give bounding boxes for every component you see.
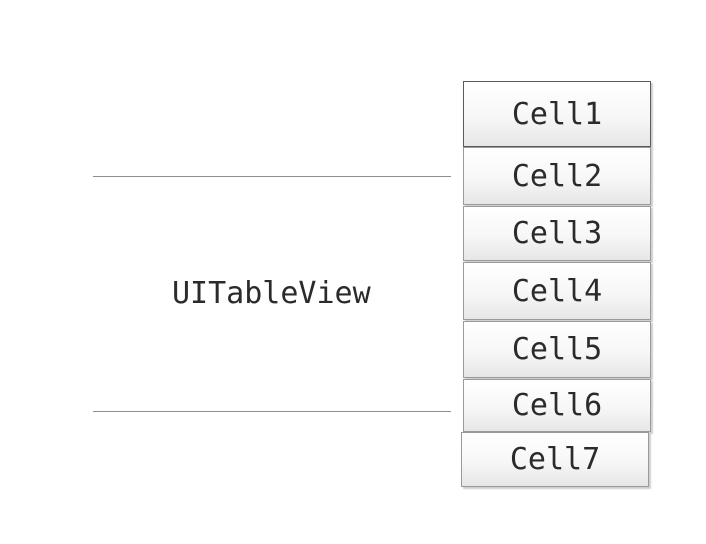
table-cell-5: Cell5 [463, 321, 651, 378]
table-cell-6: Cell6 [463, 379, 651, 432]
table-cell-7: Cell7 [461, 432, 649, 487]
table-cell-3: Cell3 [463, 206, 651, 261]
table-cell-1: Cell1 [463, 81, 651, 147]
visible-area-bottom-line [93, 411, 451, 412]
visible-area-top-line [93, 176, 451, 177]
table-cell-2: Cell2 [463, 147, 651, 205]
tableview-label: UITableView [172, 276, 371, 311]
table-cell-4: Cell4 [463, 262, 651, 320]
